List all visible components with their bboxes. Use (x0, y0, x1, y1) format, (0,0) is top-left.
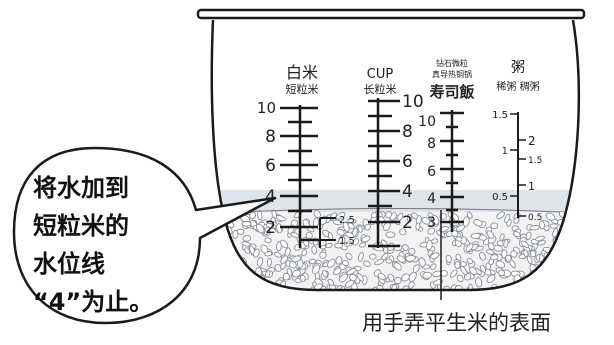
callout-line-2: 短粒米的 (33, 212, 129, 240)
white-rice-label-4: 4 (265, 187, 276, 207)
sushi-label-4: 4 (427, 191, 436, 207)
heading-short-grain: 短粒米 (286, 82, 319, 96)
heading-long-grain: 长粒米 (364, 82, 397, 96)
heading-porridge: 粥 (511, 59, 525, 76)
heading-white-rice: 白米 (286, 63, 318, 82)
heading-cup: CUP (367, 67, 394, 82)
pot-rim (196, 8, 586, 20)
heading-diamond-line1: 钻石微粒 (436, 58, 468, 68)
sushi-label-6: 6 (427, 164, 436, 180)
rice-grains (211, 209, 579, 290)
white-rice-sublabel-1-5: 1.5 (339, 236, 355, 247)
white-rice-label-10: 10 (257, 99, 276, 117)
white-rice-sub-ticks (319, 217, 336, 248)
porridge-right-label-1-5: 1.5 (528, 156, 542, 166)
callout-line-1: 将水加到 (33, 174, 129, 202)
porridge-ticks (510, 113, 526, 217)
sushi-label-10: 10 (418, 114, 436, 130)
callout-line-4: “4”为止。 (33, 288, 153, 316)
white-rice-label-2: 2 (265, 218, 276, 238)
white-rice-sublabel-2-5: 2.5 (339, 215, 355, 226)
white-rice-ticks (280, 106, 320, 242)
porridge-right-label-1: 1 (528, 180, 535, 193)
cup-label-6: 6 (402, 152, 413, 172)
porridge-right-label-0-5: 0.5 (528, 213, 542, 223)
cup-label-2: 2 (402, 213, 413, 233)
sushi-ticks (440, 111, 464, 224)
porridge-left-label-1: 1 (502, 146, 508, 157)
sushi-label-8: 8 (427, 136, 436, 152)
heading-porridge-sub: 稀粥 稠粥 (496, 80, 539, 93)
cup-label-8: 8 (402, 122, 413, 142)
porridge-right-label-2: 2 (528, 134, 536, 148)
callout-bubble (12, 146, 277, 325)
heading-diamond-line2: 真导热铜锅 (432, 69, 472, 79)
heading-sushi: 寿司飯 (429, 83, 474, 101)
cup-label-4: 4 (402, 182, 413, 202)
cup-label-10: 10 (402, 92, 424, 112)
white-rice-label-8: 8 (265, 127, 276, 147)
footer-label: 用手弄平生米的表面 (362, 311, 551, 335)
white-rice-label-6: 6 (265, 156, 276, 176)
pot-body (210, 19, 581, 292)
cup-ticks (368, 99, 400, 248)
callout-line-3: 水位线 (33, 250, 105, 278)
porridge-left-label-1-5: 1.5 (492, 110, 508, 121)
porridge-left-label-0-5: 0.5 (492, 192, 508, 203)
sushi-label-3: 3 (427, 215, 436, 231)
